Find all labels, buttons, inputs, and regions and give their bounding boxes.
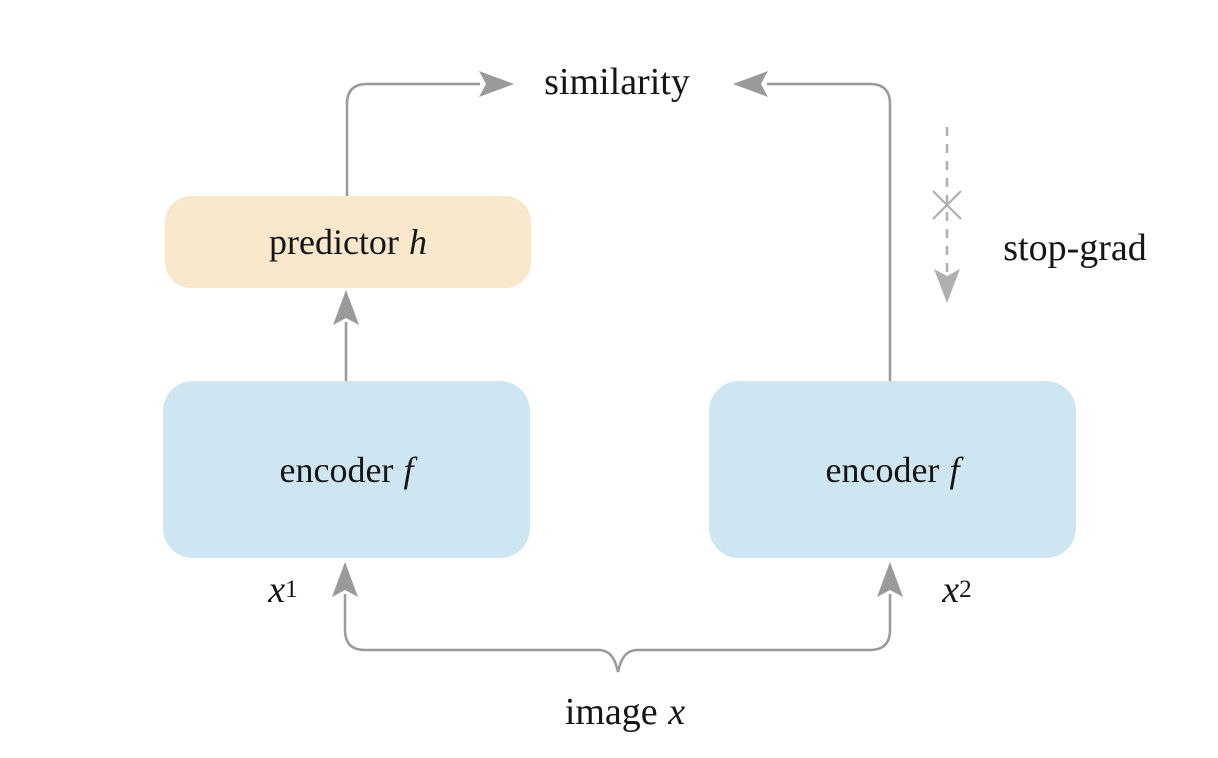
arrowhead-up-icon <box>332 562 358 597</box>
encoder-left-box: encoder f <box>163 381 530 558</box>
cross-icon <box>932 190 962 220</box>
image-math-symbol: x <box>668 691 686 733</box>
encoder-right-box: encoder f <box>709 381 1076 558</box>
encoder-left-math-symbol: f <box>403 449 414 490</box>
encoder-left-label: encoder <box>279 449 394 490</box>
predictor-math-symbol: h <box>409 222 427 262</box>
x1-base: x <box>268 569 286 611</box>
stop-grad-dashed-arrow <box>932 127 962 303</box>
similarity-label: similarity <box>517 60 717 104</box>
stop-grad-label: stop-grad <box>975 226 1175 270</box>
stop-grad-text: stop-grad <box>1003 227 1147 269</box>
arrowhead-up-icon <box>333 290 359 325</box>
encoder-to-predictor-arrow <box>333 290 359 381</box>
encoder-right-math-symbol: f <box>949 449 960 490</box>
image-split-arrows <box>332 562 903 673</box>
arrowhead-down-icon <box>934 269 960 303</box>
arrowhead-left-icon <box>733 71 768 97</box>
x1-subscript: 1 <box>285 576 298 603</box>
right-to-similarity-arrow <box>733 71 892 381</box>
image-label-text: image <box>564 691 658 733</box>
similarity-text: similarity <box>544 61 690 103</box>
predictor-box-label: predictor <box>268 222 399 262</box>
arrowhead-right-icon <box>479 71 514 97</box>
image-x-label: image x <box>520 690 730 734</box>
x2-base: x <box>942 569 960 611</box>
x2-subscript: 2 <box>959 576 972 603</box>
arrowhead-up-icon <box>877 562 903 597</box>
predictor-box: predictor h <box>165 196 531 288</box>
left-to-similarity-arrow <box>345 71 514 196</box>
encoder-right-label: encoder <box>825 449 940 490</box>
